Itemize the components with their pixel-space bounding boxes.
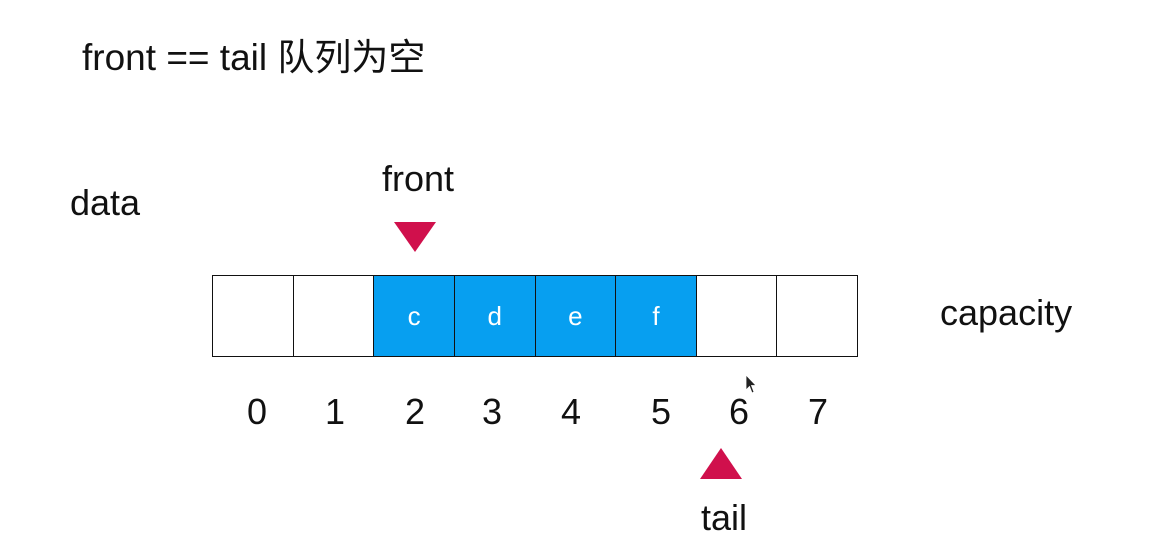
array-cell-7 [777,276,857,356]
array-cell-4: e [535,276,617,356]
array-index-5: 5 [650,391,672,432]
array-index-7: 7 [807,391,829,432]
array-index-2: 2 [404,391,426,432]
array-cell-0 [213,276,294,356]
tail-pointer-icon [700,448,742,479]
tail-label: tail [701,497,748,538]
array-index-1: 1 [324,391,346,432]
capacity-label: capacity [940,292,1073,333]
array-index-4: 4 [560,391,582,432]
array-cell-3: d [454,276,536,356]
array-cell-5: f [616,276,697,356]
array-cell-6 [696,276,778,356]
array-cell-2: c [374,276,455,356]
array-index-3: 3 [481,391,503,432]
array-index-0: 0 [246,391,268,432]
array-index-6: 6 [728,391,750,432]
queue-array: c d e f [212,275,858,357]
mouse-cursor-icon [745,374,757,394]
front-label: front [382,158,455,199]
data-label: data [70,182,141,223]
diagram-title: front == tail 队列为空 [82,37,426,78]
front-pointer-icon [394,222,436,252]
array-cell-1 [293,276,375,356]
